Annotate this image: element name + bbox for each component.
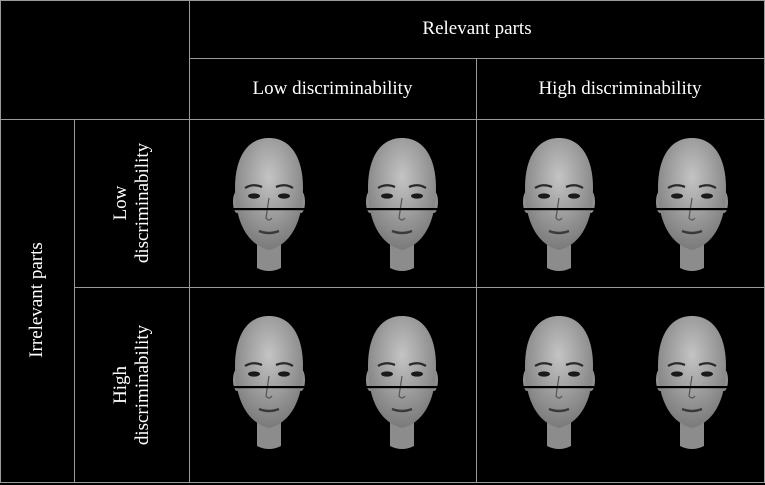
head-shape bbox=[368, 138, 436, 250]
eyebrow-right-shape bbox=[698, 362, 717, 367]
face-image bbox=[233, 314, 305, 452]
head-shape bbox=[235, 316, 303, 428]
eye-left-shape bbox=[671, 193, 683, 199]
eye-left-shape bbox=[248, 371, 260, 377]
eye-right-shape bbox=[701, 371, 713, 377]
head-shape bbox=[235, 138, 303, 250]
eye-left-shape bbox=[248, 193, 260, 199]
nose-shape bbox=[555, 375, 563, 399]
eyebrow-left-shape bbox=[244, 184, 263, 189]
head-shape bbox=[525, 138, 593, 250]
nose-shape bbox=[265, 197, 273, 221]
eyebrow-right-shape bbox=[275, 362, 294, 367]
split-line bbox=[233, 208, 305, 211]
eyebrow-right-shape bbox=[408, 362, 427, 367]
eye-left-shape bbox=[538, 371, 550, 377]
eyebrow-right-shape bbox=[698, 184, 717, 189]
face-image bbox=[523, 314, 595, 452]
row-label-high-line1: High bbox=[110, 366, 131, 404]
mouth-shape bbox=[391, 407, 413, 413]
nose-shape bbox=[555, 197, 563, 221]
face-image bbox=[656, 314, 728, 452]
split-line bbox=[233, 386, 305, 389]
face-image bbox=[233, 136, 305, 274]
head-shape bbox=[368, 316, 436, 428]
split-line bbox=[656, 208, 728, 211]
grid-line-left bbox=[0, 0, 1, 483]
split-line bbox=[523, 386, 595, 389]
eyebrow-right-shape bbox=[565, 362, 584, 367]
eye-right-shape bbox=[411, 193, 423, 199]
header-col-low: Low discriminability bbox=[252, 78, 413, 99]
mouth-shape bbox=[548, 407, 570, 413]
mouth-shape bbox=[258, 229, 280, 235]
grid-line-col-divider bbox=[476, 58, 477, 483]
mouth-shape bbox=[258, 407, 280, 413]
nose-shape bbox=[688, 375, 696, 399]
row-label-low-line2: discriminability bbox=[132, 142, 153, 264]
grid-line-rowlabel-divider bbox=[74, 119, 75, 483]
head-shape bbox=[525, 316, 593, 428]
grid-line-row-divider bbox=[74, 287, 765, 288]
split-line bbox=[523, 208, 595, 211]
eye-right-shape bbox=[278, 371, 290, 377]
eye-right-shape bbox=[568, 193, 580, 199]
eye-right-shape bbox=[701, 193, 713, 199]
face-image bbox=[366, 136, 438, 274]
eyebrow-right-shape bbox=[275, 184, 294, 189]
header-relevant-parts: Relevant parts bbox=[422, 18, 532, 39]
split-line bbox=[656, 386, 728, 389]
head-shape bbox=[658, 316, 726, 428]
eyebrow-left-shape bbox=[667, 184, 686, 189]
eye-left-shape bbox=[538, 193, 550, 199]
eyebrow-right-shape bbox=[565, 184, 584, 189]
eyebrow-left-shape bbox=[534, 184, 553, 189]
eyebrow-left-shape bbox=[377, 362, 396, 367]
eye-right-shape bbox=[278, 193, 290, 199]
nose-shape bbox=[265, 375, 273, 399]
row-label-high-line2: discriminability bbox=[132, 324, 153, 446]
eye-right-shape bbox=[411, 371, 423, 377]
grid-line-header-mid bbox=[189, 58, 765, 59]
header-col-high: High discriminability bbox=[538, 78, 702, 99]
face-image bbox=[656, 136, 728, 274]
grid-line-top bbox=[0, 0, 765, 1]
row-label-low: Low discriminability bbox=[110, 103, 154, 303]
grid-line-header-bottom bbox=[0, 119, 765, 120]
nose-shape bbox=[398, 197, 406, 221]
split-line bbox=[366, 386, 438, 389]
face-image bbox=[366, 314, 438, 452]
split-line bbox=[366, 208, 438, 211]
grid-line-header-left bbox=[189, 0, 190, 483]
nose-shape bbox=[398, 375, 406, 399]
eyebrow-right-shape bbox=[408, 184, 427, 189]
eyebrow-left-shape bbox=[534, 362, 553, 367]
head-shape bbox=[658, 138, 726, 250]
mouth-shape bbox=[681, 229, 703, 235]
nose-shape bbox=[688, 197, 696, 221]
row-label-low-line1: Low bbox=[110, 185, 131, 221]
eyebrow-left-shape bbox=[377, 184, 396, 189]
mouth-shape bbox=[548, 229, 570, 235]
eye-right-shape bbox=[568, 371, 580, 377]
row-label-irrelevant-parts: Irrelevant parts bbox=[26, 242, 47, 358]
mouth-shape bbox=[681, 407, 703, 413]
mouth-shape bbox=[391, 229, 413, 235]
eye-left-shape bbox=[381, 371, 393, 377]
eyebrow-left-shape bbox=[667, 362, 686, 367]
row-label-high: High discriminability bbox=[110, 285, 154, 485]
face-image bbox=[523, 136, 595, 274]
eye-left-shape bbox=[671, 371, 683, 377]
eyebrow-left-shape bbox=[244, 362, 263, 367]
eye-left-shape bbox=[381, 193, 393, 199]
